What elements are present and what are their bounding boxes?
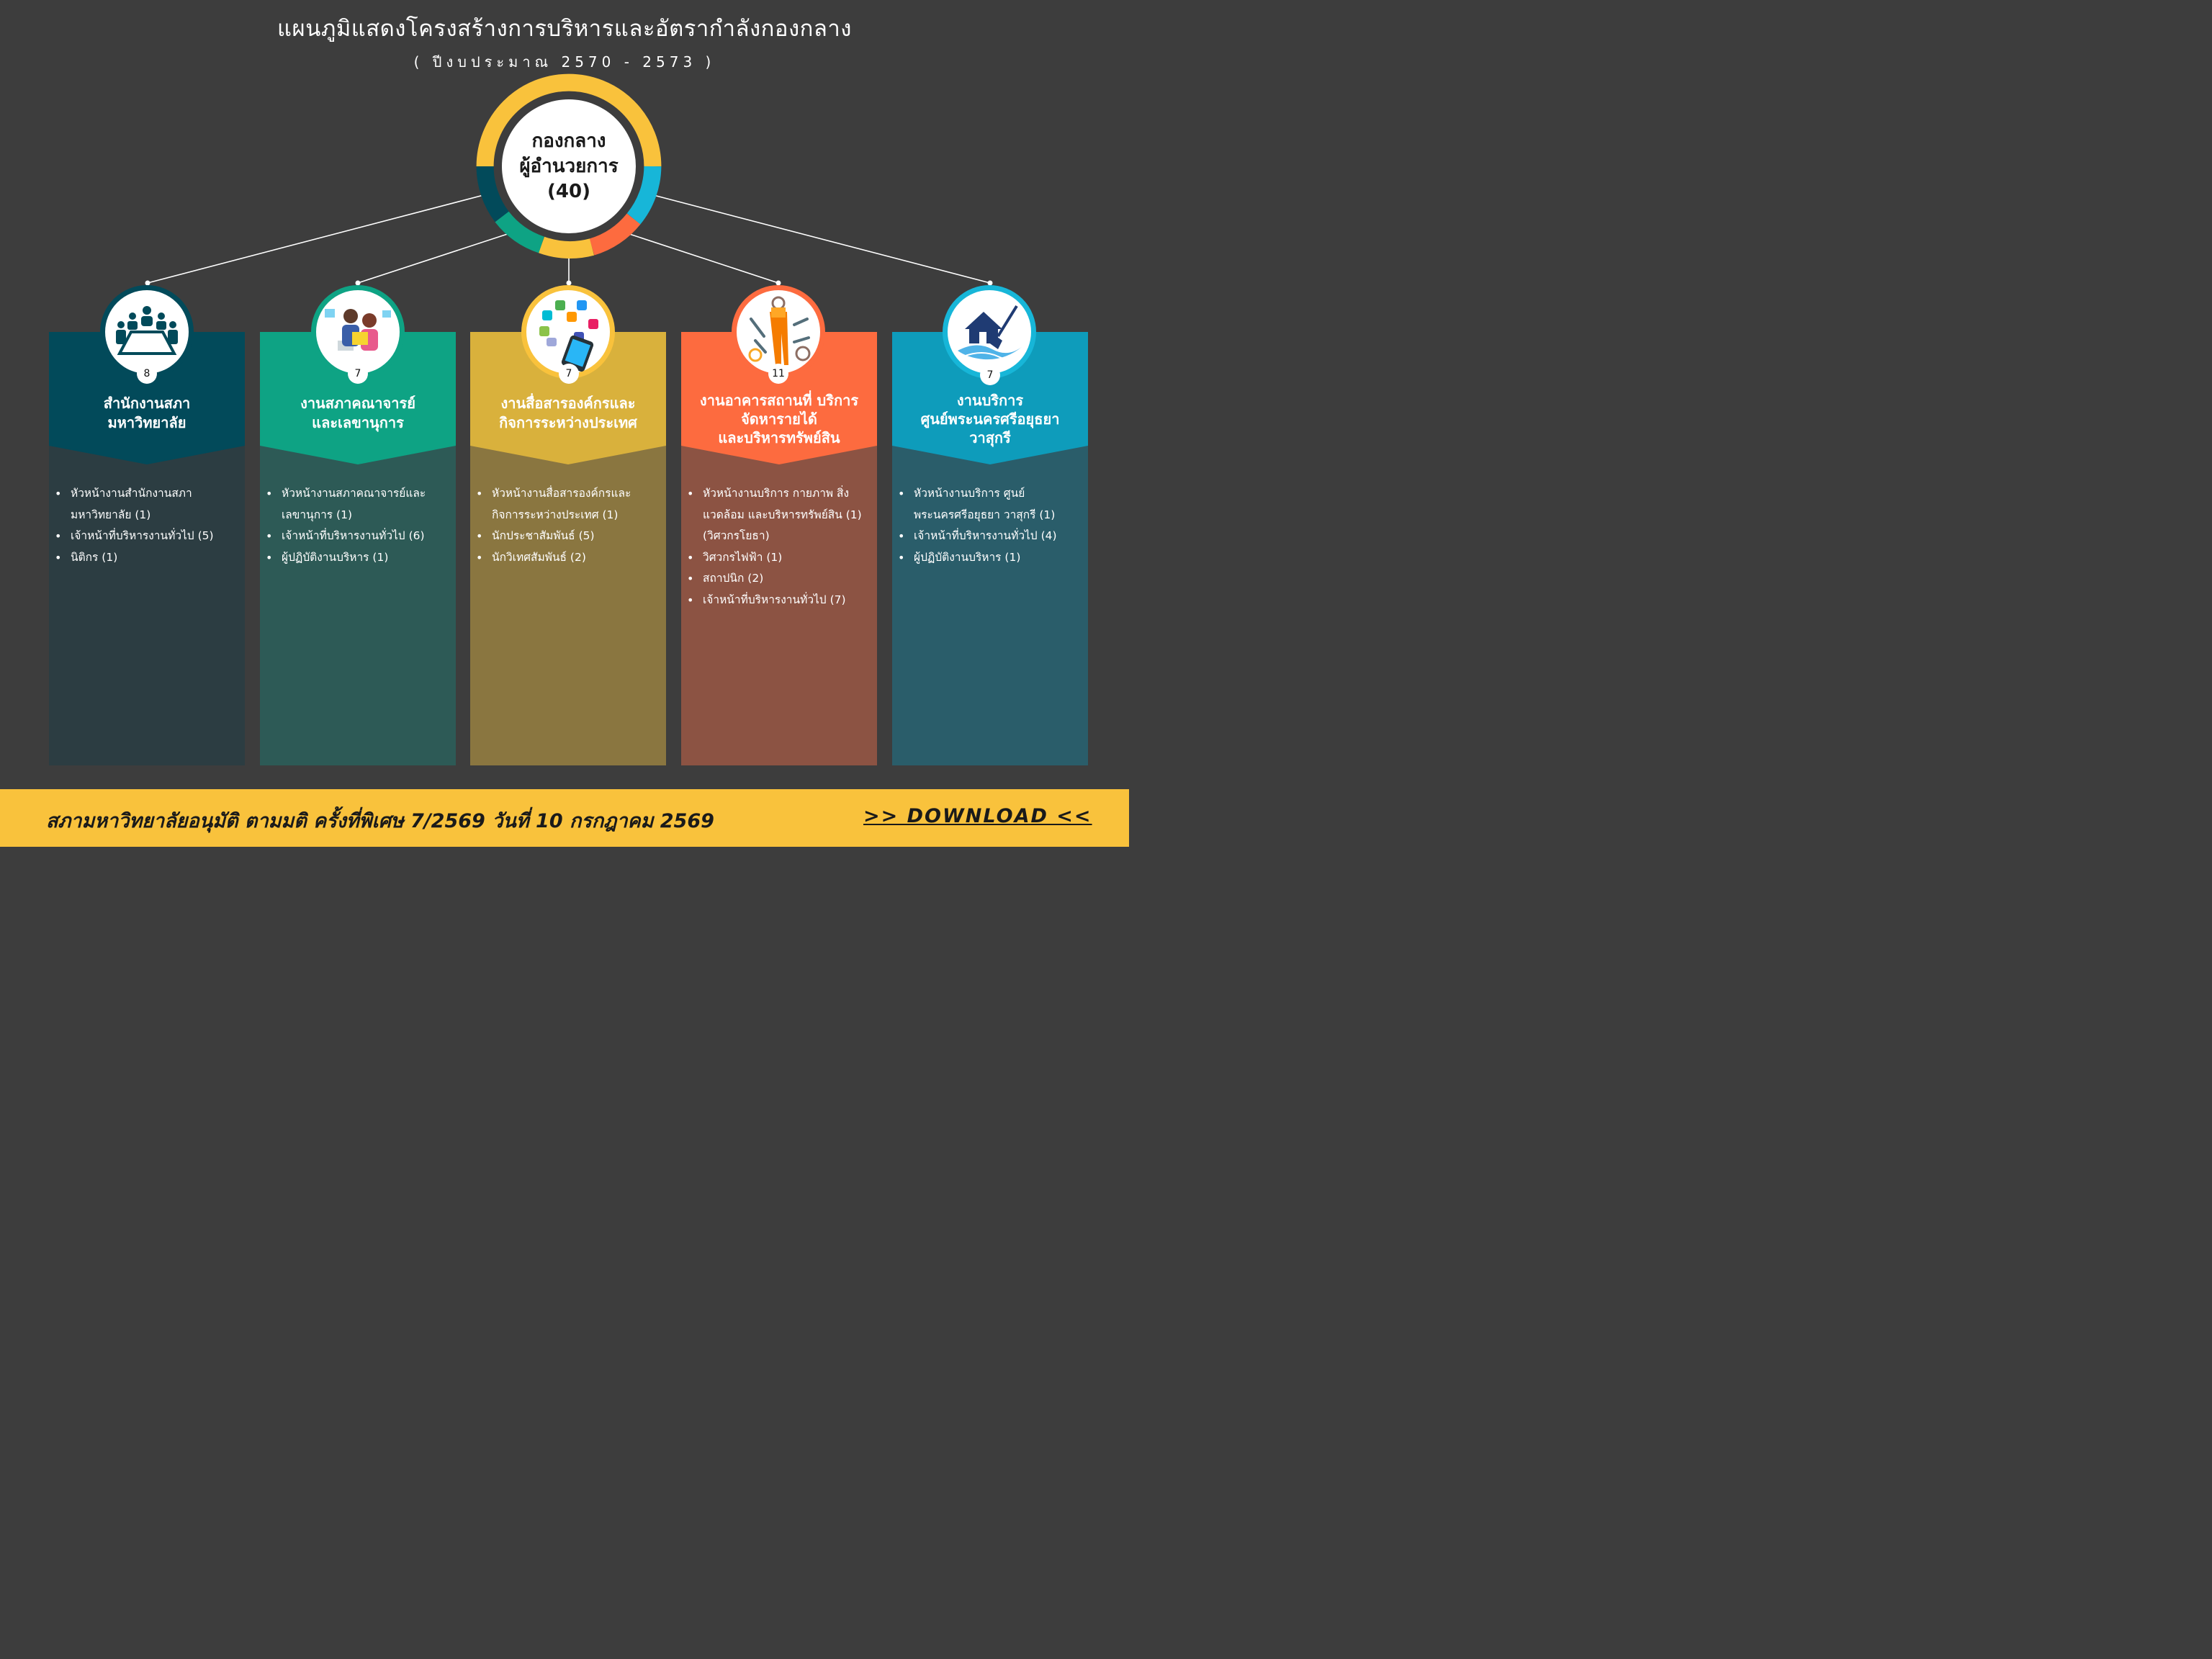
unit-title: สำนักงานสภามหาวิทยาลัย	[103, 395, 191, 431]
list-item: นักวิเทศสัมพันธ์ (2)	[476, 547, 662, 569]
headcount-badge: 7	[980, 365, 1000, 385]
list-item: หัวหน้างานสำนักงานสภามหาวิทยาลัย (1)	[55, 483, 240, 526]
footer-bar: สภามหาวิทยาลัยอนุมัติ ตามมติ ครั้งที่พิเ…	[0, 789, 1129, 847]
director-headcount: (40)	[547, 180, 590, 202]
director-unit-name: กองกลาง	[531, 130, 606, 152]
connector-line-4	[620, 230, 779, 284]
headcount-badge: 8	[137, 364, 157, 384]
position-list: หัวหน้างานสภาคณาจารย์และเลขานุการ (1) เจ…	[266, 483, 451, 569]
position-list: หัวหน้างานสำนักงานสภามหาวิทยาลัย (1) เจ้…	[55, 483, 240, 569]
connector-line-2	[357, 230, 517, 284]
list-item: สถาปนิก (2)	[687, 568, 873, 590]
unit-panel-faculty-senate: งานสภาคณาจารย์และเลขานุการ หัวหน้างานสภา…	[260, 332, 456, 765]
tools-worker-icon	[732, 285, 825, 379]
connector-line-5	[647, 193, 991, 284]
list-item: เจ้าหน้าที่บริหารงานทั่วไป (5)	[55, 526, 240, 547]
unit-title: งานสภาคณาจารย์และเลขานุการ	[300, 395, 415, 431]
position-list: หัวหน้างานสื่อสารองค์กรและกิจการระหว่างป…	[476, 483, 662, 569]
unit-title: งานอาคารสถานที่ บริการจัดหารายได้และบริห…	[699, 392, 859, 446]
list-item: หัวหน้างานบริการ กายภาพ สิ่งแวดล้อม และบ…	[687, 483, 873, 547]
unit-title: งานบริการศูนย์พระนครศรีอยุธยาวาสุกรี	[920, 392, 1060, 446]
list-item: วิศวกรไฟฟ้า (1)	[687, 547, 873, 569]
center-ring	[476, 73, 662, 258]
list-item: นักประชาสัมพันธ์ (5)	[476, 526, 662, 547]
page-title: แผนภูมิแสดงโครงสร้างการบริหารและอัตรากำล…	[277, 16, 852, 42]
connector-line-1	[147, 193, 490, 284]
page-subtitle: ( ปีงบประมาณ 2570 - 2573 )	[413, 53, 716, 71]
list-item: เจ้าหน้าที่บริหารงานทั่วไป (4)	[898, 526, 1084, 547]
headcount-badge: 7	[559, 364, 579, 384]
list-item: หัวหน้างานสื่อสารองค์กรและกิจการระหว่างป…	[476, 483, 662, 526]
list-item: ผู้ปฏิบัติงานบริหาร (1)	[266, 547, 451, 569]
approval-note: สภามหาวิทยาลัยอนุมัติ ตามมติ ครั้งที่พิเ…	[46, 810, 714, 832]
list-item: หัวหน้างานสภาคณาจารย์และเลขานุการ (1)	[266, 483, 451, 526]
unit-panel-council-office: สำนักงานสภามหาวิทยาลัย หัวหน้างานสำนักงา…	[49, 332, 245, 765]
download-link[interactable]: >> DOWNLOAD <<	[863, 805, 1092, 827]
unit-panel-communication: งานสื่อสารองค์กรและกิจการระหว่างประเทศ ห…	[470, 332, 666, 765]
director-title: ผู้อำนวยการ	[519, 155, 619, 177]
smartphone-apps-icon	[521, 285, 615, 379]
unit-title: งานสื่อสารองค์กรและกิจการระหว่างประเทศ	[499, 395, 637, 431]
headcount-badge: 7	[348, 364, 368, 384]
unit-panel-facilities: งานอาคารสถานที่ บริการจัดหารายได้และบริห…	[681, 332, 877, 765]
position-list: หัวหน้างานบริการ ศูนย์พระนครศรีอยุธยา วา…	[898, 483, 1084, 569]
connector-lines	[145, 73, 993, 286]
position-list: หัวหน้างานบริการ กายภาพ สิ่งแวดล้อม และบ…	[687, 483, 873, 611]
list-item: หัวหน้างานบริการ ศูนย์พระนครศรีอยุธยา วา…	[898, 483, 1084, 526]
list-item: เจ้าหน้าที่บริหารงานทั่วไป (7)	[687, 590, 873, 611]
list-item: นิติกร (1)	[55, 547, 240, 569]
list-item: เจ้าหน้าที่บริหารงานทั่วไป (6)	[266, 526, 451, 547]
headcount-badge: 11	[768, 364, 788, 384]
house-cleaning-icon	[943, 285, 1036, 379]
list-item: ผู้ปฏิบัติงานบริหาร (1)	[898, 547, 1084, 569]
director-node: กองกลาง ผู้อำนวยการ (40)	[502, 99, 636, 233]
